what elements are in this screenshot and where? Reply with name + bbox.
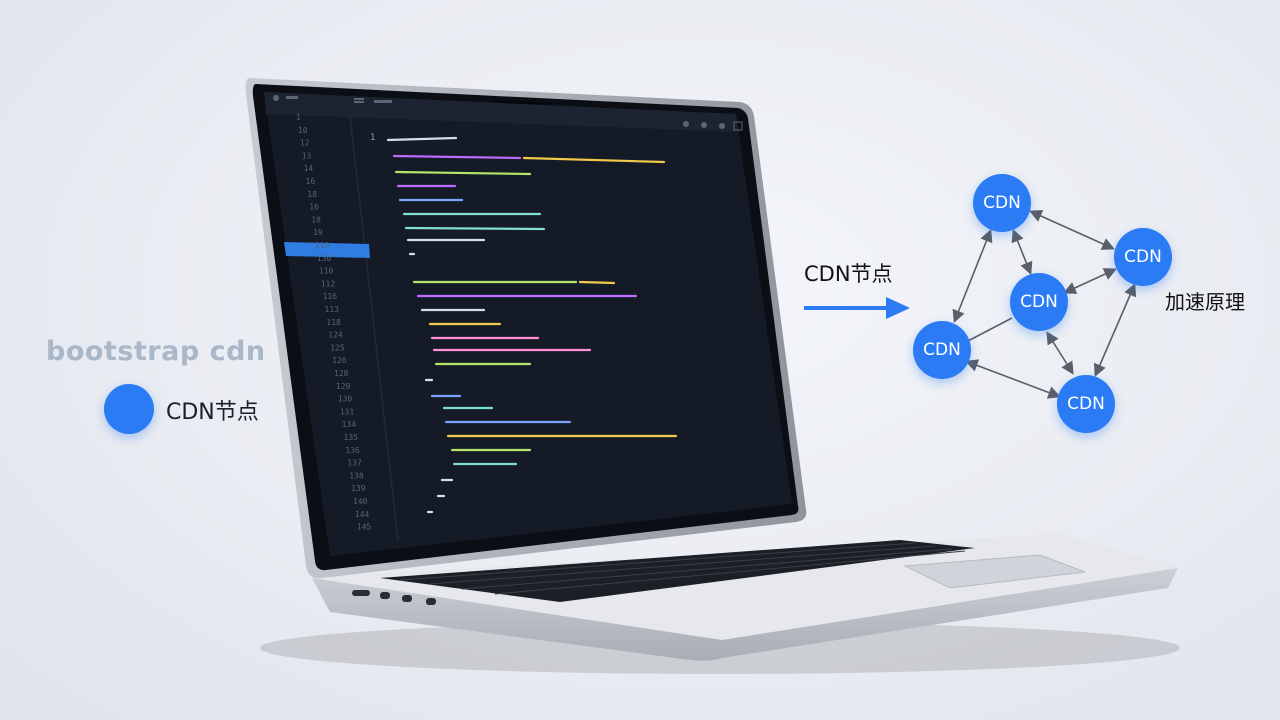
cdn-node-arrow-label: CDN节点 [804,262,893,286]
line-number: 118 [326,318,341,327]
line-number: 16 [309,203,319,212]
line-number: 16 [306,177,316,186]
line-number: 113 [325,305,340,314]
line-number: 136 [345,446,360,455]
toolbar-icon [683,121,689,127]
line-number: 131 [340,407,355,416]
line-number: 112 [321,279,336,288]
cdn-node-left: CDN [913,321,971,379]
cdn-node-center: CDN [1010,273,1068,331]
network-edge [965,317,1013,343]
line-number: 18 [307,190,317,199]
cdn-node-top: CDN [973,174,1031,232]
menu-item [286,96,298,99]
toolbar-icon [701,122,707,128]
port-icon [352,590,370,596]
toolbar-icon [719,123,725,129]
cdn-node-right: CDN [1114,228,1172,286]
line-number: 10 [298,126,308,135]
port-icon [380,592,390,599]
line-number: 135 [344,433,359,442]
line-number: 125 [330,343,345,352]
line-number: 1 [296,113,301,122]
line-number: 130 [317,254,332,263]
line-number: 19 [313,228,323,237]
flow-arrow-head [886,297,910,319]
cdn-node-legend-icon [104,384,154,434]
line-number: 110 [315,241,330,250]
line-number: 126 [332,356,347,365]
line-number: 130 [338,395,353,404]
line-number: 116 [323,292,338,301]
sidebar-selected-row[interactable] [284,242,370,258]
line-number-gutter: 1101213141618161819110130110112116113118… [296,113,371,532]
sidebar-divider [349,115,399,541]
line-number: 138 [349,471,364,480]
port-icon [426,598,436,605]
line-number: 128 [334,369,349,378]
laptop-deck [312,534,1178,640]
line-number: 129 [336,382,351,391]
trackpad [903,554,1086,589]
cdn-node-legend-label: CDN节点 [166,400,259,425]
app-icon [273,95,279,101]
cdn-node-bottom: CDN [1057,375,1115,433]
line-number: 110 [319,267,334,276]
hamburger-icon [354,98,364,100]
editor-screen [264,92,792,556]
line-number: 134 [342,420,357,429]
network-edges [952,210,1137,399]
svg-text:1: 1 [370,133,375,143]
line-number: 18 [311,215,321,224]
code-content [386,136,678,514]
line-number: 14 [304,164,314,173]
port-icon [402,595,412,602]
acceleration-principle-label: 加速原理 [1165,290,1245,314]
line-number: 144 [355,510,370,519]
file-tab [374,100,392,103]
maximize-icon [733,121,743,131]
bootstrap-cdn-title: bootstrap cdn [46,336,266,367]
line-number: 140 [353,497,368,506]
line-number: 12 [300,139,310,148]
keyboard-keys [399,542,966,595]
line-number: 139 [351,484,366,493]
line-number: 137 [347,459,362,468]
line-number: 13 [302,151,312,160]
line-number: 145 [357,523,372,532]
line-number: 124 [328,331,343,340]
